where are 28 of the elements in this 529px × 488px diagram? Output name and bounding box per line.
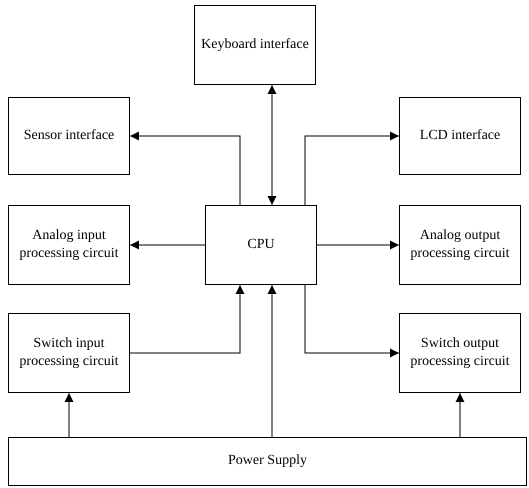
arrow xyxy=(268,84,276,206)
arrow xyxy=(456,392,464,438)
block-label: LCD interface xyxy=(418,126,502,145)
block-label: Switch input processing circuit xyxy=(18,334,120,371)
block-label: Power Supply xyxy=(227,452,308,470)
block-label: CPU xyxy=(246,236,276,254)
arrow xyxy=(130,132,240,206)
block-box xyxy=(194,5,316,85)
arrow xyxy=(268,284,276,438)
block-label: Switch output processing circuit xyxy=(409,334,511,371)
block-box xyxy=(399,313,521,393)
block-box xyxy=(8,205,130,285)
arrow xyxy=(130,284,244,354)
block-box xyxy=(399,97,521,175)
block-box xyxy=(8,97,130,175)
arrow xyxy=(316,240,400,250)
block-box xyxy=(8,313,130,393)
block-label: Analog input processing circuit xyxy=(18,226,120,263)
power-panel xyxy=(8,437,527,486)
block-box xyxy=(205,205,317,285)
arrow xyxy=(64,392,74,438)
arrow xyxy=(304,284,400,358)
block-label: Sensor interface xyxy=(22,126,116,145)
arrow xyxy=(304,132,400,206)
arrow xyxy=(130,240,206,250)
block-label: Keyboard interface xyxy=(200,36,310,54)
block-label: Analog output processing circuit xyxy=(409,226,511,263)
block-box xyxy=(399,205,521,285)
